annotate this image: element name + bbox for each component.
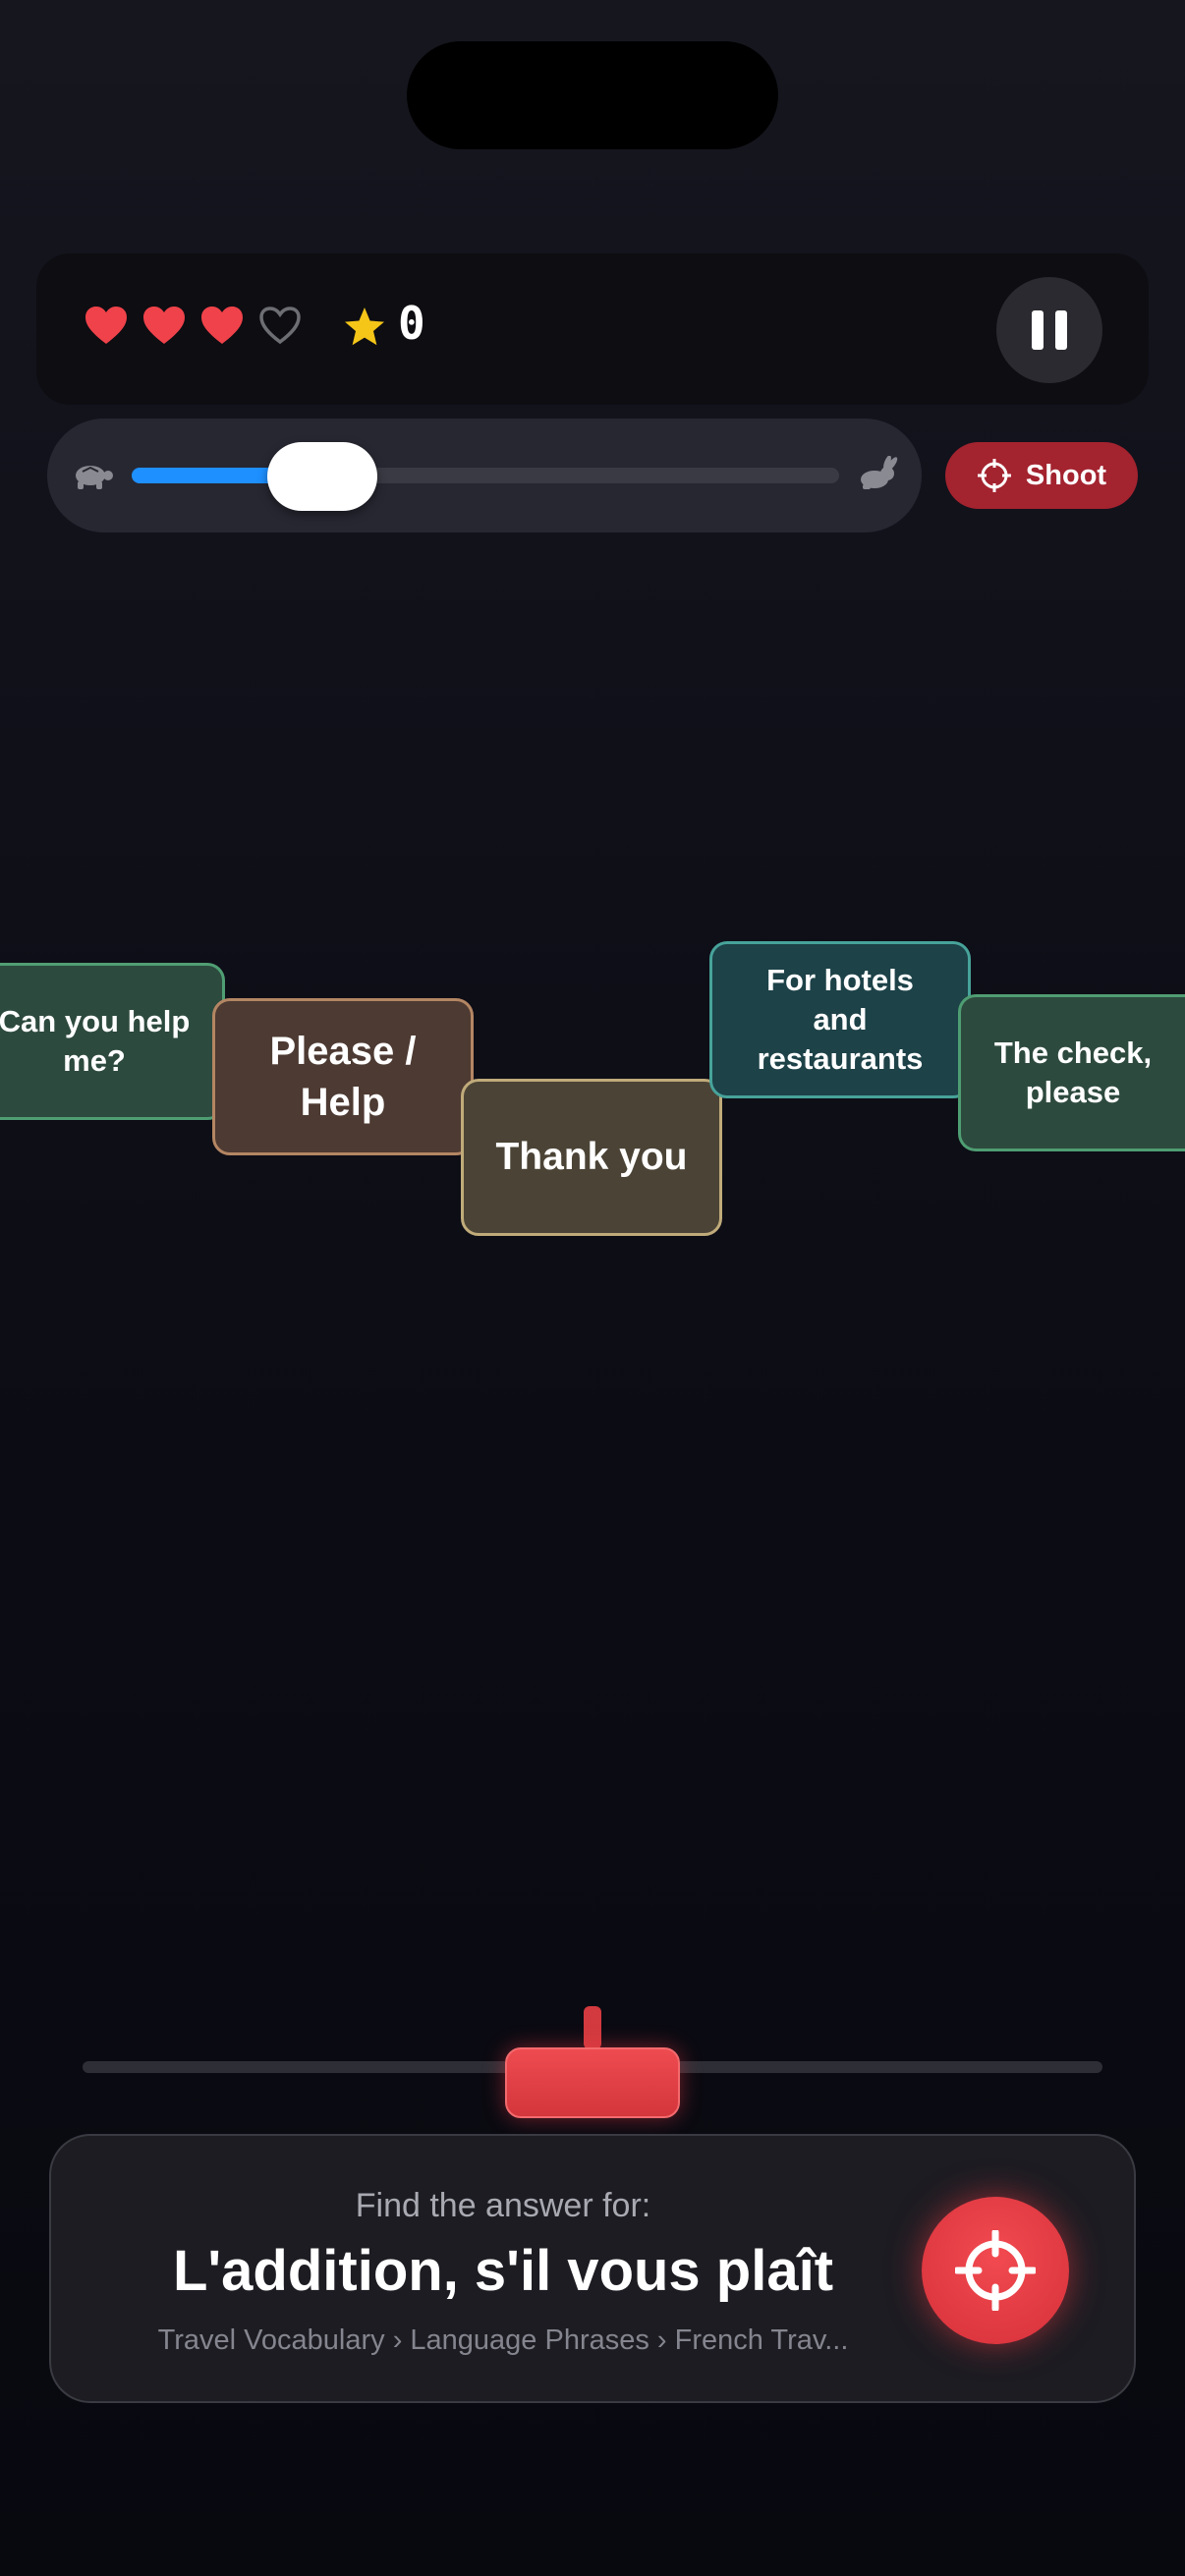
heart-full-icon xyxy=(84,305,129,346)
word-card-label: Please / Help xyxy=(269,1030,417,1124)
word-card[interactable]: Can you help me? xyxy=(0,963,225,1120)
rabbit-icon xyxy=(861,456,898,489)
score-value: 0 xyxy=(398,297,425,350)
speed-control xyxy=(47,419,922,532)
heart-full-icon xyxy=(199,305,245,346)
word-card-label: The check, please xyxy=(993,1035,1153,1109)
cannon[interactable] xyxy=(505,2047,680,2118)
word-card[interactable]: The check, please xyxy=(958,994,1185,1151)
fire-button[interactable] xyxy=(922,2197,1069,2344)
speed-slider-thumb[interactable] xyxy=(267,442,377,511)
star-icon xyxy=(345,308,384,346)
crosshair-icon xyxy=(955,2230,1036,2311)
word-card[interactable]: For hotels and restaurants xyxy=(709,941,971,1098)
hud-bar: 0 xyxy=(36,253,1149,405)
dynamic-island xyxy=(407,41,778,149)
word-card[interactable]: Please / Help xyxy=(212,998,474,1155)
prompt-label: Find the answer for: xyxy=(355,2187,651,2224)
word-card-label: Thank you xyxy=(495,1135,688,1178)
heart-full-icon xyxy=(141,305,187,346)
pause-icon xyxy=(1032,310,1044,350)
lives-indicator xyxy=(84,305,303,346)
heart-empty-icon xyxy=(257,305,303,346)
crosshair-icon xyxy=(977,459,1011,492)
shoot-button[interactable]: Shoot xyxy=(945,442,1138,509)
word-card[interactable]: Thank you xyxy=(461,1079,722,1236)
word-card-label: For hotels and restaurants xyxy=(757,962,924,1077)
shoot-label: Shoot xyxy=(1025,459,1107,491)
pause-button[interactable] xyxy=(996,277,1102,383)
turtle-icon xyxy=(76,466,113,489)
cannon-barrel xyxy=(584,2006,601,2049)
breadcrumb: Travel Vocabulary › Language Phrases › F… xyxy=(157,2324,849,2356)
prompt-word: L'addition, s'il vous plaît xyxy=(172,2239,834,2303)
word-card-label: Can you help me? xyxy=(0,1003,191,1078)
speed-track[interactable] xyxy=(132,468,839,483)
prompt-panel: Find the answer for: L'addition, s'il vo… xyxy=(49,2134,1136,2403)
pause-icon-bar xyxy=(1055,310,1067,350)
